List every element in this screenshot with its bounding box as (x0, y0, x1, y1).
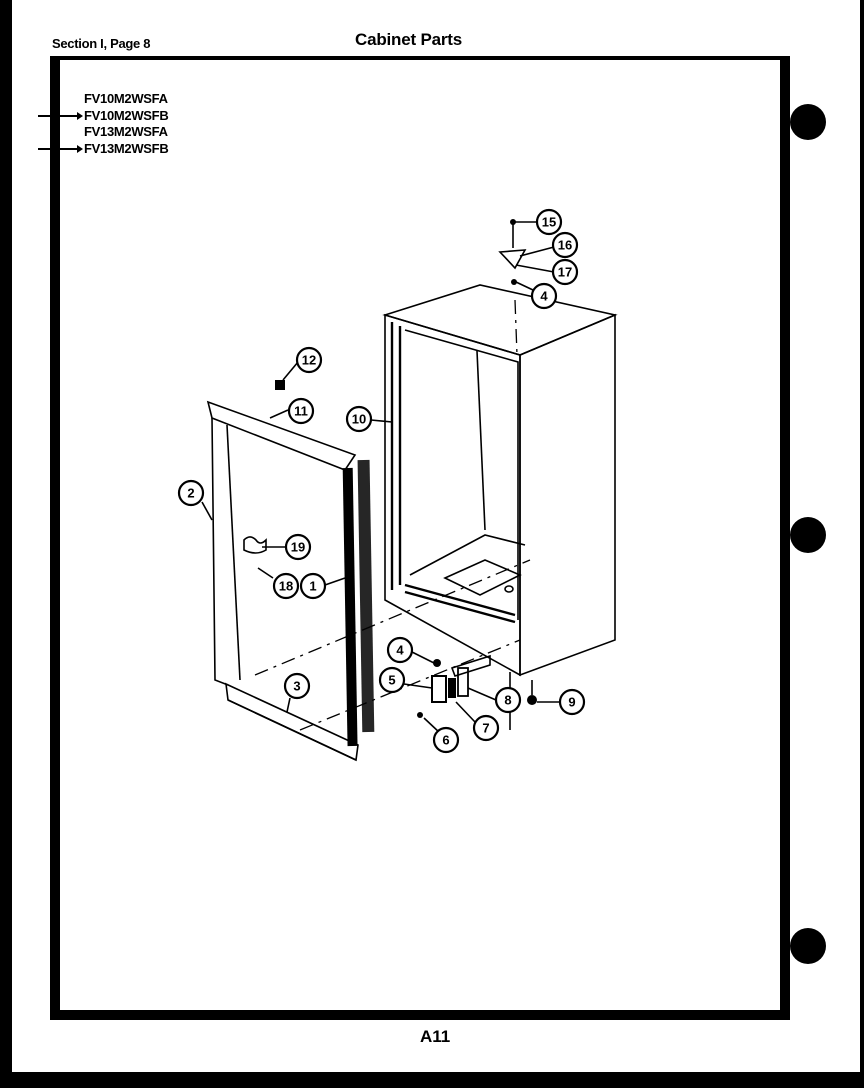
svg-text:4: 4 (540, 289, 548, 304)
svg-text:7: 7 (482, 721, 489, 736)
model-code-text: FV10M2WSFA (84, 91, 168, 106)
callout-5: 5 (378, 666, 406, 694)
diagram-frame (50, 56, 790, 1020)
model-code: FV13M2WSFA (84, 124, 168, 141)
callout-12: 12 (295, 346, 323, 374)
callout-8: 8 (494, 686, 522, 714)
model-code: FV13M2WSFB (38, 140, 169, 158)
svg-text:6: 6 (442, 733, 449, 748)
arrow-icon (38, 111, 83, 120)
svg-text:17: 17 (558, 265, 572, 280)
model-code-text: FV13M2WSFB (84, 140, 169, 156)
svg-text:3: 3 (293, 679, 300, 694)
callout-4-top: 4 (530, 282, 558, 310)
handle-part (243, 536, 267, 554)
callout-11: 11 (287, 397, 315, 425)
callout-7: 7 (472, 714, 500, 742)
svg-text:9: 9 (568, 695, 575, 710)
svg-text:16: 16 (558, 238, 572, 253)
model-code: FV10M2WSFA (84, 91, 168, 108)
callout-16: 16 (551, 231, 579, 259)
model-code-text: FV13M2WSFA (84, 124, 168, 139)
section-label: Section I, Page 8 (52, 36, 151, 51)
svg-text:1: 1 (309, 579, 316, 594)
svg-text:2: 2 (187, 486, 194, 501)
model-code: FV10M2WSFB (38, 107, 169, 125)
scan-bottom-edge (0, 1072, 864, 1088)
leader-lines (201, 221, 560, 734)
svg-text:5: 5 (388, 673, 395, 688)
door-stop-part (275, 380, 285, 390)
svg-text:10: 10 (352, 412, 366, 427)
model-code-text: FV10M2WSFB (84, 107, 169, 123)
svg-text:12: 12 (302, 353, 316, 368)
binder-hole (790, 928, 826, 964)
svg-text:18: 18 (279, 579, 293, 594)
scan-left-edge (0, 0, 12, 1088)
top-hinge-illustration (498, 219, 527, 285)
svg-text:15: 15 (542, 215, 556, 230)
svg-text:8: 8 (504, 693, 511, 708)
binder-hole (790, 517, 826, 553)
svg-text:11: 11 (294, 404, 308, 419)
page-title: Cabinet Parts (355, 30, 462, 49)
callout-19: 19 (284, 533, 312, 561)
door-illustration (206, 380, 531, 762)
binder-hole (790, 104, 826, 140)
svg-text:4: 4 (396, 643, 404, 658)
model-list: FV10M2WSFA FV10M2WSFB FV13M2WSFA FV13M2W… (38, 91, 169, 158)
page-number: A11 (420, 1027, 451, 1046)
callout-18: 18 (272, 572, 300, 600)
callout-15: 15 (535, 208, 563, 236)
callout-3: 3 (283, 672, 311, 700)
callout-17: 17 (551, 258, 579, 286)
arrow-icon (38, 144, 83, 153)
scan-right-edge (860, 0, 864, 1088)
callout-6: 6 (432, 726, 460, 754)
svg-text:19: 19 (291, 540, 305, 555)
callout-9: 9 (558, 688, 586, 716)
callout-1: 1 (299, 572, 327, 600)
callout-2: 2 (177, 479, 205, 507)
cabinet-illustration (382, 284, 618, 677)
callout-4-bottom: 4 (386, 636, 414, 664)
callout-10: 10 (345, 405, 373, 433)
